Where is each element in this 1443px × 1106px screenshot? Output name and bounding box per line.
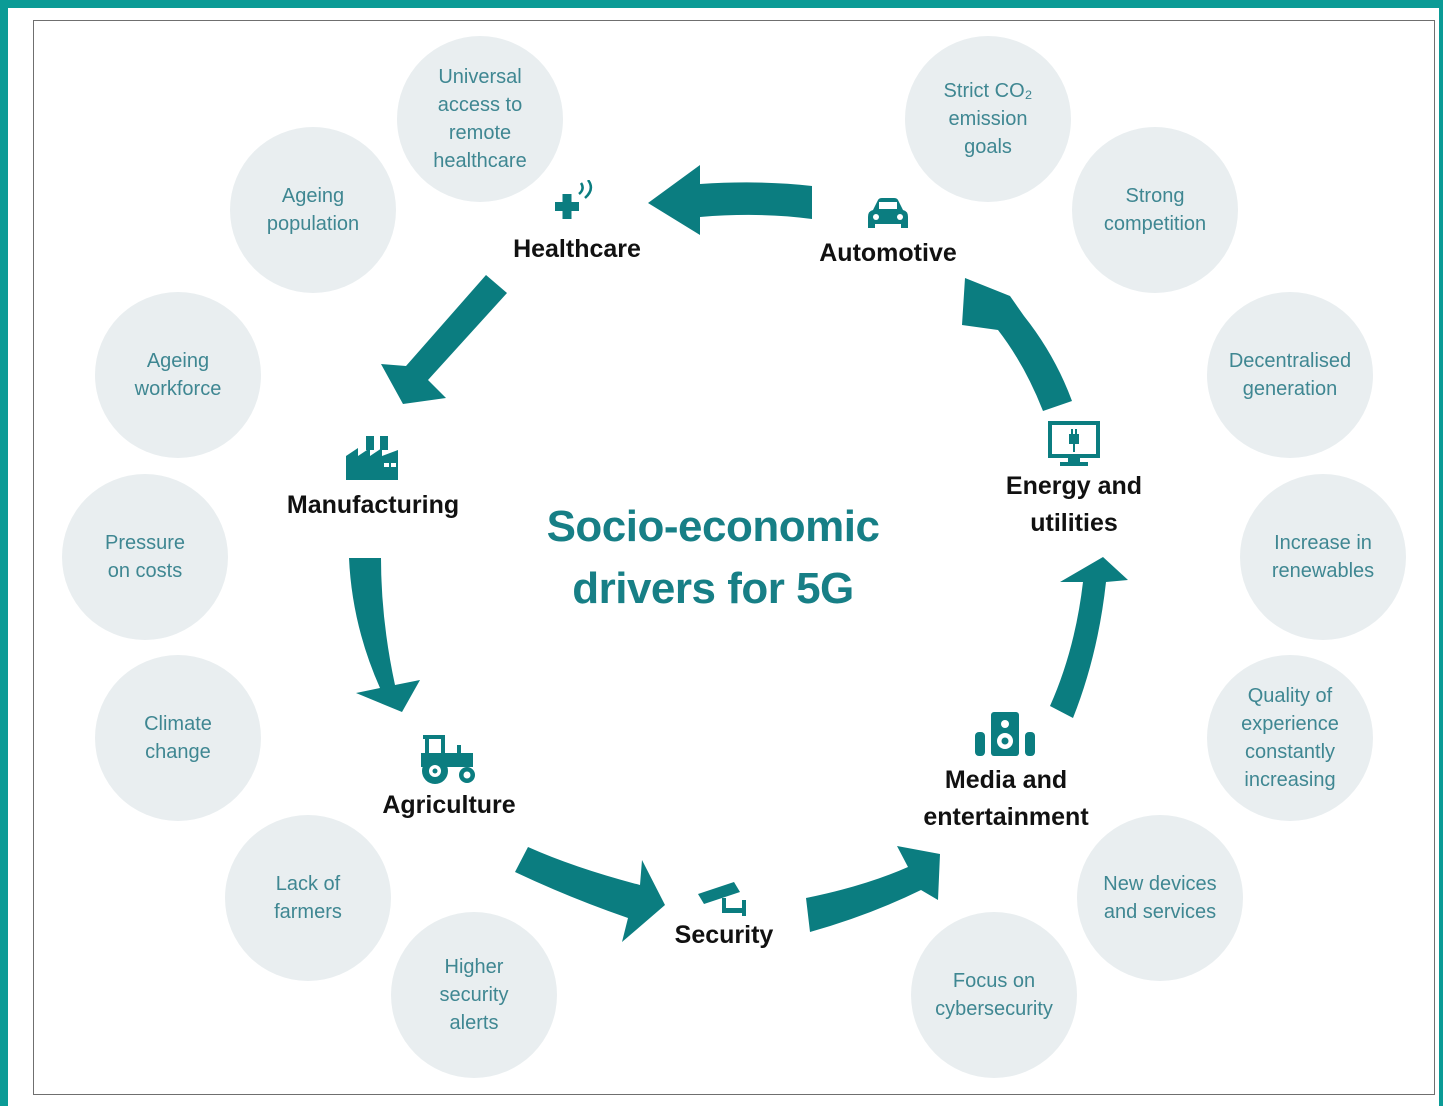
driver-bubble-decentralised-generation: Decentralised generation: [1207, 292, 1373, 458]
driver-bubble-cybersecurity: Focus on cybersecurity: [911, 912, 1077, 1078]
driver-bubble-ageing-workforce: Ageing workforce: [95, 292, 261, 458]
arrow-media-to-energy: [1050, 557, 1128, 718]
driver-text: Strong competition: [1103, 185, 1207, 235]
arrow-security-to-media: [806, 846, 940, 932]
driver-bubble-new-devices: New devices and services: [1077, 815, 1243, 981]
driver-text: Focus on cybersecurity: [935, 970, 1053, 1020]
factory-icon: [346, 436, 398, 480]
healthcare-plus-signal-icon: [555, 180, 593, 219]
arrow-healthcare-to-manufacturing: [381, 275, 507, 404]
driver-text: New devices and services: [1103, 873, 1217, 923]
sector-label-healthcare: Healthcare: [513, 235, 641, 263]
tractor-icon: [421, 735, 475, 784]
arrow-agriculture-to-security: [515, 847, 665, 942]
driver-text: Higher security alerts: [439, 956, 509, 1034]
sector-label-energy: Energy and utilities: [1005, 472, 1143, 537]
car-icon: [868, 198, 908, 228]
diagram-border: [33, 20, 1435, 1095]
driver-bubble-strong-competition: Strong competition: [1072, 127, 1238, 293]
sector-label-media: Media and entertainment: [923, 766, 1089, 831]
monitor-plug-icon: [1048, 421, 1100, 466]
driver-bubble-increase-renewables: Increase in renewables: [1240, 474, 1406, 640]
sector-label-automotive: Automotive: [819, 239, 957, 267]
driver-text: Strict CO₂ emission goals: [943, 80, 1033, 158]
driver-text: Increase in renewables: [1271, 532, 1375, 582]
arrow-manufacturing-to-agriculture: [349, 558, 420, 712]
driver-bubble-lack-of-farmers: Lack of farmers: [225, 815, 391, 981]
driver-bubble-security-alerts: Higher security alerts: [391, 912, 557, 1078]
sector-label-security: Security: [674, 921, 774, 949]
cctv-camera-icon: [698, 882, 746, 916]
arrow-automotive-to-healthcare: [648, 165, 812, 235]
driver-text: Lack of farmers: [274, 873, 342, 923]
driver-bubble-quality-of-experience: Quality of experience constantly increas…: [1207, 655, 1373, 821]
arrow-energy-to-automotive: [962, 278, 1072, 411]
diagram-title: Socio-economic drivers for 5G: [546, 502, 880, 613]
driver-text: Ageing workforce: [134, 350, 222, 400]
driver-text: Decentralised generation: [1228, 350, 1352, 400]
driver-bubble-climate-change: Climate change: [95, 655, 261, 821]
driver-bubble-pressure-on-costs: Pressure on costs: [62, 474, 228, 640]
sector-label-agriculture: Agriculture: [382, 791, 516, 819]
speakers-icon: [975, 712, 1035, 756]
driver-bubble-ageing-population: Ageing population: [230, 127, 396, 293]
driver-bubble-co2-goals: Strict CO₂ emission goals: [905, 36, 1071, 202]
driver-text: Climate change: [144, 713, 212, 763]
driver-bubble-remote-healthcare: Universal access to remote healthcare: [397, 36, 563, 202]
driver-text: Ageing population: [266, 185, 360, 235]
driver-text: Quality of experience constantly increas…: [1241, 685, 1339, 791]
driver-text: Universal access to remote healthcare: [433, 66, 527, 172]
driver-text: Pressure on costs: [104, 532, 186, 582]
sector-label-manufacturing: Manufacturing: [286, 491, 460, 519]
